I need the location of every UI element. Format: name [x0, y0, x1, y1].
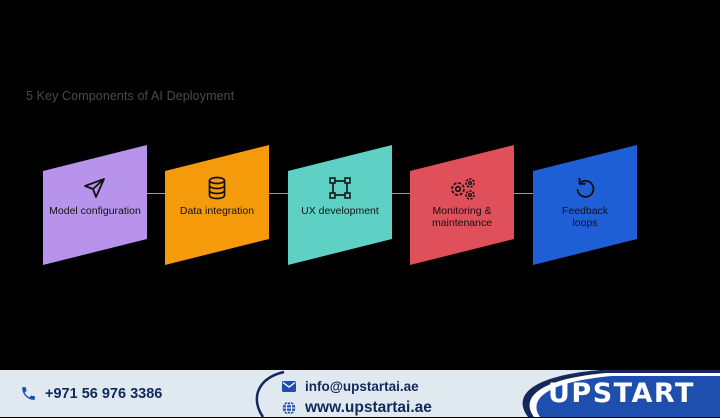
paper-plane-icon — [84, 178, 105, 198]
refresh-icon — [576, 177, 595, 198]
step-card-ux-development: UX development — [288, 145, 392, 265]
diagram-title: 5 Key Components of AI Deployment — [26, 89, 235, 103]
connector-line — [146, 193, 182, 194]
database-icon — [208, 176, 226, 200]
connector-line — [514, 193, 546, 194]
card-shape — [288, 145, 392, 265]
process-flow: Model configuration Data integration UX … — [43, 145, 637, 265]
email-address[interactable]: info@upstartai.ae — [305, 378, 419, 394]
globe-icon — [282, 401, 296, 415]
step-card-model-configuration: Model configuration — [43, 145, 147, 265]
card-shape — [165, 145, 269, 265]
card-shape — [43, 145, 147, 265]
vector-square-icon — [329, 177, 351, 199]
website-link[interactable]: www.upstartai.ae — [305, 399, 432, 416]
phone-number[interactable]: +971 56 976 3386 — [45, 385, 163, 402]
contact-footer — [0, 370, 720, 417]
connector-line — [391, 193, 427, 194]
footer-background — [0, 370, 720, 417]
connector-line — [268, 193, 302, 194]
step-label: Model configuration — [49, 205, 141, 217]
step-card-data-integration: Data integration — [165, 145, 269, 265]
brand-logo: UPSTART — [548, 378, 695, 409]
step-label: Monitoring & maintenance — [431, 205, 493, 229]
step-card-monitoring-maintenance: Monitoring & maintenance — [410, 145, 514, 265]
step-label: Feedback loops — [561, 205, 609, 229]
step-label: Data integration — [179, 205, 255, 217]
card-shape — [533, 145, 637, 265]
phone-contact: +971 56 976 3386 — [20, 385, 162, 402]
online-contact: info@upstartai.ae www.upstartai.ae — [282, 376, 432, 418]
step-card-feedback-loops: Feedback loops — [533, 145, 637, 265]
card-shape — [410, 145, 514, 265]
email-icon — [282, 380, 296, 392]
gears-icon — [451, 178, 475, 200]
phone-icon — [22, 387, 35, 400]
step-label: UX development — [301, 205, 379, 217]
